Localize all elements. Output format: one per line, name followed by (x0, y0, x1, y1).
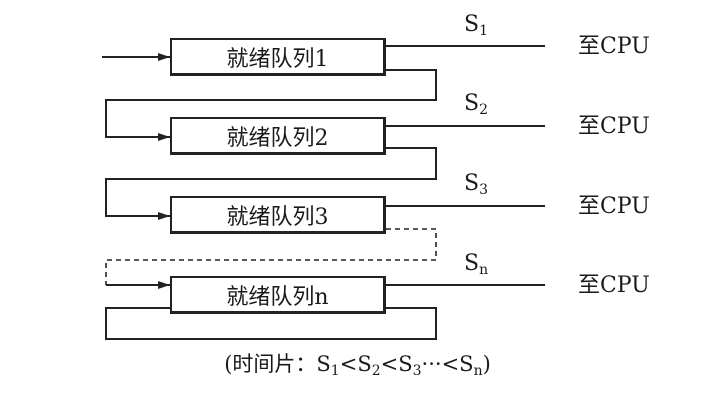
to-cpu-label-1: 至CPU (578, 34, 650, 59)
ready-queue-1: 就绪队列1 (170, 38, 386, 76)
time-slice-caption: (时间片：S1<S2<S3···<Sn) (224, 352, 491, 379)
ready-queue-3-label: 就绪队列3 (226, 204, 329, 230)
time-slice-label-n: Sn (464, 251, 489, 279)
demote-path-2-3 (105, 147, 437, 220)
time-slice-label-2: S2 (464, 91, 488, 119)
to-cpu-label-2: 至CPU (578, 114, 650, 139)
ready-queue-n-label: 就绪队列n (226, 284, 329, 310)
queue-n-loop (105, 307, 437, 340)
ready-queue-2-label: 就绪队列2 (226, 125, 329, 151)
to-cpu-label-3: 至CPU (578, 194, 650, 219)
demote-path-3-n (105, 228, 437, 285)
demote-path-1-2 (105, 69, 437, 141)
ready-queue-2: 就绪队列2 (170, 117, 386, 155)
to-cpu-label-n: 至CPU (578, 273, 650, 298)
time-slice-label-1: S1 (464, 12, 488, 40)
ready-queue-1-label: 就绪队列1 (226, 46, 329, 72)
ready-queue-3: 就绪队列3 (170, 196, 386, 234)
time-slice-label-3: S3 (464, 171, 488, 199)
ready-queue-n: 就绪队列n (170, 276, 386, 314)
